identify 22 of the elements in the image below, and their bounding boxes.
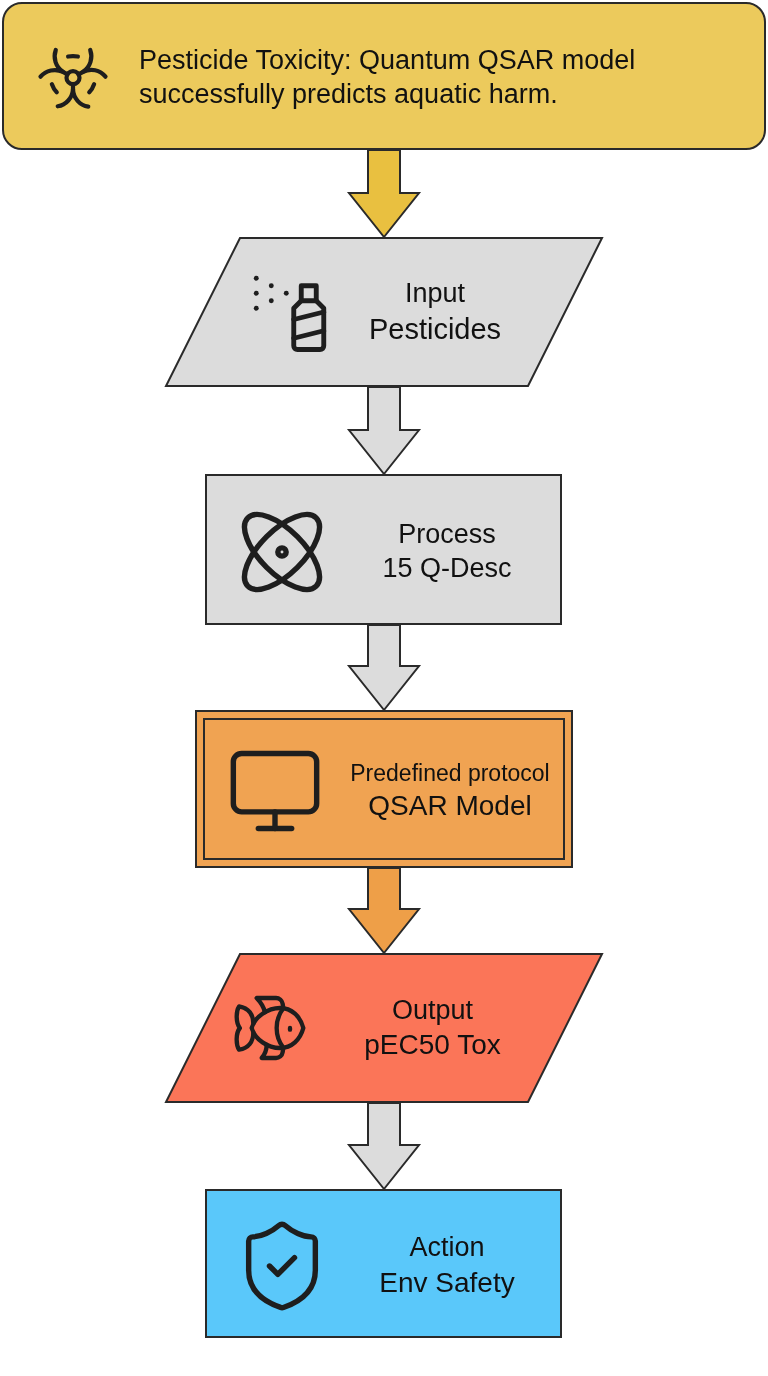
node-title: Predefined protocol xyxy=(350,759,550,788)
node-title: Process xyxy=(398,517,496,551)
input-parallelogram xyxy=(165,237,603,387)
node-subtitle: 15 Q-Desc xyxy=(382,551,512,585)
node-title: Output xyxy=(391,993,474,1027)
action-box xyxy=(205,1189,562,1338)
node-subtitle: pEC50 Tox xyxy=(364,1028,501,1063)
block-arrow xyxy=(346,867,422,955)
predefined-process-box xyxy=(195,710,573,868)
output-parallelogram xyxy=(165,953,603,1103)
node-subtitle: Env Safety xyxy=(379,1265,515,1300)
node-title: Pesticide Toxicity: Quantum QSAR model successfully predicts aquatic harm. xyxy=(139,44,637,111)
process-box xyxy=(205,474,562,625)
block-arrow xyxy=(346,149,422,239)
block-arrow xyxy=(346,386,422,476)
node-subtitle: QSAR Model xyxy=(368,788,532,823)
node-title: Action xyxy=(409,1231,485,1265)
block-arrow xyxy=(346,624,422,712)
node-title: Input xyxy=(404,277,466,310)
header-box xyxy=(2,2,766,150)
node-subtitle: Pesticides xyxy=(368,311,502,347)
block-arrow xyxy=(346,1102,422,1191)
